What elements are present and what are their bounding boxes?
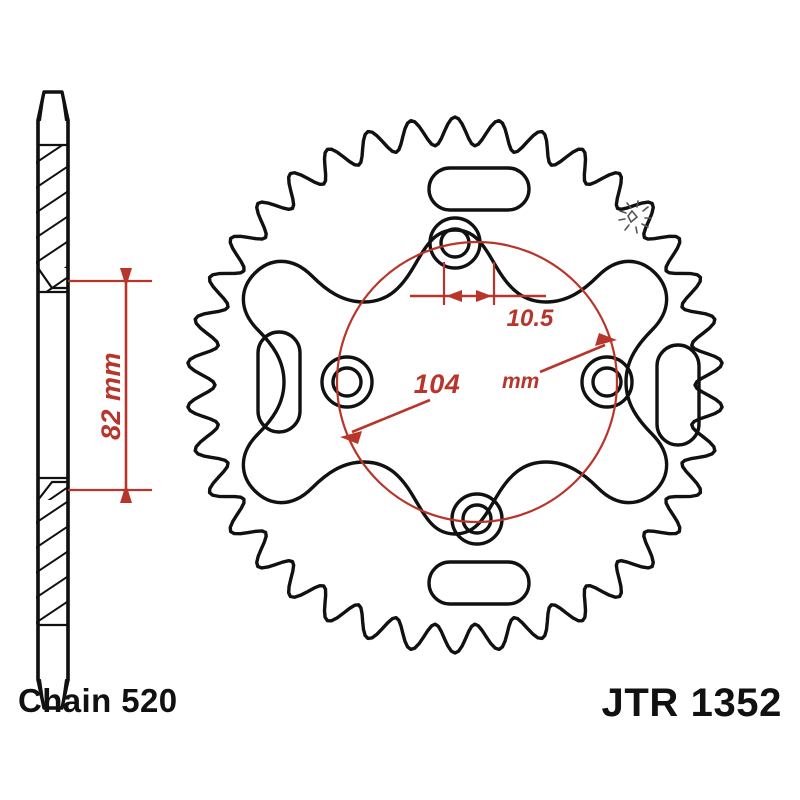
top-tip-taper [38, 90, 46, 122]
bottom-step-hatch [40, 478, 68, 500]
slot-top [427, 166, 531, 212]
part-number-label: JTR 1352 [602, 681, 782, 725]
dim-line-104-left [351, 398, 431, 434]
side-section-view [36, 90, 70, 710]
dimension-104mm: 104 mm [335, 240, 619, 524]
dim-label-82mm: 82 mm [96, 352, 126, 440]
dim-arrow-105-right [476, 290, 492, 302]
slot-right [655, 343, 701, 447]
sparkle-icon [618, 200, 652, 234]
slot-left [256, 330, 302, 434]
bolt-pitch-circle [335, 240, 619, 524]
dim-arrow-82-bottom [120, 484, 132, 503]
bottom-step [36, 480, 70, 502]
slot-bottom [427, 560, 531, 606]
dim-arrow-105-left [446, 290, 462, 302]
tooth-ring-path [186, 115, 724, 655]
top-tip-taper-right [60, 90, 68, 122]
dim-line-104-right [539, 343, 606, 374]
dim-label-104: 104 [414, 369, 461, 399]
bottom-tip-taper [38, 678, 46, 710]
dim-arrow-82-top [120, 268, 132, 287]
dimension-82mm: 82 mm [68, 268, 152, 503]
dim-label-104-unit: mm [502, 370, 539, 393]
top-step-hatch [40, 268, 68, 292]
dim-label-10-5: 10.5 [507, 305, 554, 332]
bottom-hatch-region [36, 500, 68, 625]
top-hatch-region [36, 145, 68, 268]
bottom-tip-taper-right [60, 678, 68, 710]
chain-label: Chain 520 [18, 682, 178, 719]
bolt-hole-left [320, 355, 374, 409]
dim-arrow-104-right [595, 333, 617, 346]
tooth-ring [186, 115, 724, 655]
dim-arrow-104-left [340, 431, 362, 444]
dimension-10-5: 10.5 [410, 262, 554, 332]
bolt-hole-right [580, 355, 634, 409]
